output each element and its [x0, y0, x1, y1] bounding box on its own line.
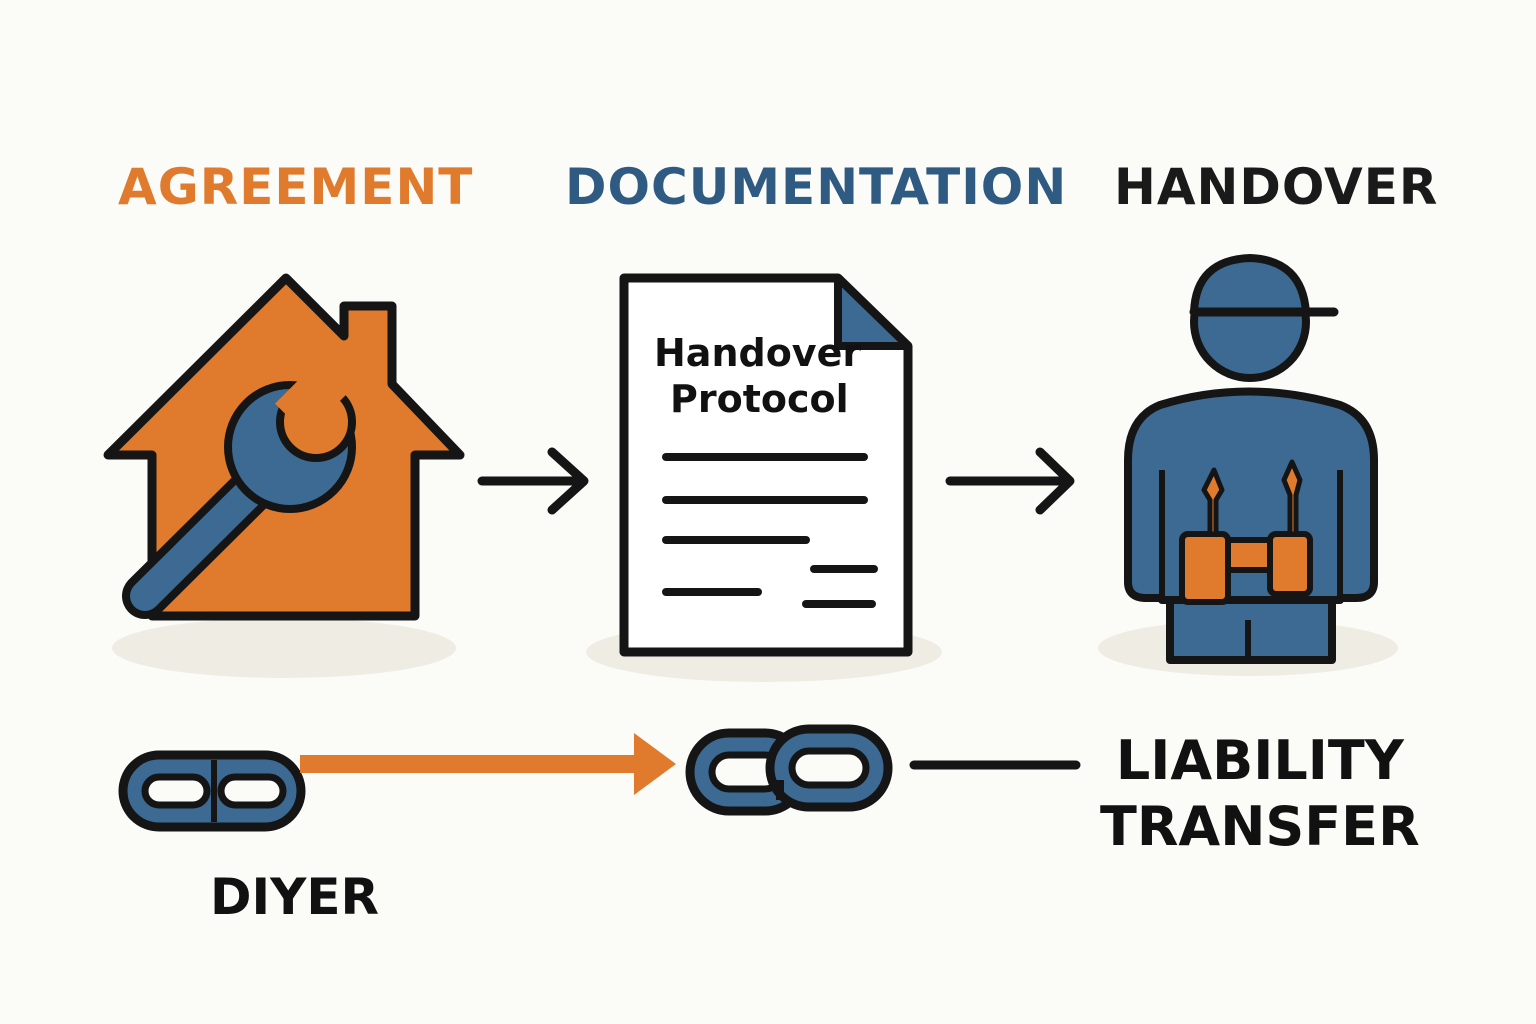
- arrow-documentation-to-handover: [945, 447, 1075, 515]
- document-title-line2: Protocol: [670, 377, 849, 421]
- worker-icon: [1124, 254, 1378, 664]
- document-text-lines: [662, 453, 878, 608]
- document-title-line1: Handover: [654, 331, 861, 375]
- house-wrench-icon: [103, 273, 465, 621]
- documentation-heading: DOCUMENTATION: [565, 158, 1068, 216]
- liability-label-line2: TRANSFER: [1100, 794, 1420, 858]
- linked-chain-icon: [685, 724, 893, 816]
- house-shadow: [112, 618, 456, 678]
- liability-label-line1: LIABILITY: [1115, 729, 1404, 792]
- transfer-arrow: [300, 733, 676, 795]
- agreement-heading: AGREEMENT: [118, 158, 474, 216]
- diyer-label: DIYER: [210, 868, 379, 926]
- handover-heading: HANDOVER: [1114, 158, 1439, 216]
- liability-transfer-label: LIABILITY TRANSFER: [1100, 728, 1420, 860]
- arrow-agreement-to-documentation: [477, 447, 589, 515]
- document-icon: Handover Protocol: [619, 273, 913, 657]
- broken-chain-icon: [118, 750, 306, 832]
